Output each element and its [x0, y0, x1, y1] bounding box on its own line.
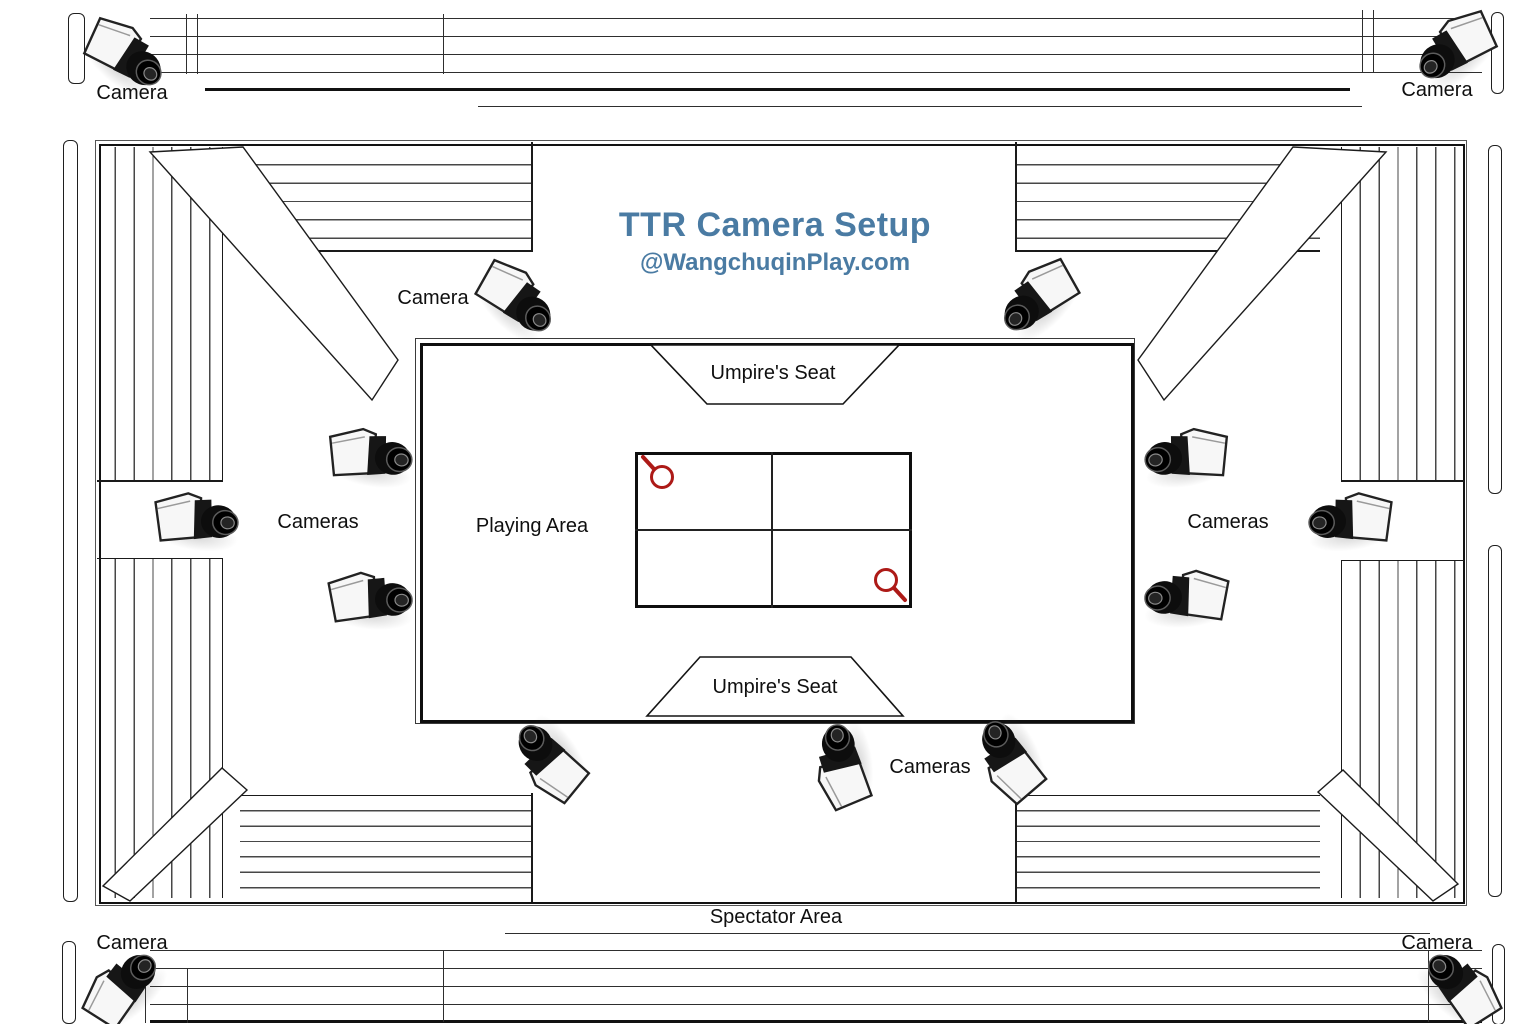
page-title: TTR Camera Setup [618, 206, 932, 244]
camera-icon [321, 565, 421, 633]
site-handle: @WangchuqinPlay.com [639, 249, 911, 276]
camera-icon [807, 715, 878, 817]
camera-label-bottom-right: Camera [1401, 932, 1473, 954]
cameras-label-right: Cameras [1187, 511, 1269, 533]
cameras-label-bottom: Cameras [889, 756, 971, 778]
arena-border-inner [99, 144, 1465, 904]
stand-top-left [240, 147, 531, 252]
playing-area [415, 338, 1135, 724]
stand-right-upper [1341, 147, 1464, 482]
camera-icon [145, 484, 247, 557]
stand-edge [531, 793, 533, 902]
stand-edge [1015, 793, 1017, 902]
camera-label-bottom-left: Camera [96, 932, 168, 954]
stand-bottom-left [240, 795, 531, 901]
camera-label-inner-top: Camera [397, 287, 469, 309]
stand-left-upper [97, 147, 223, 482]
stand-bottom-right [1017, 795, 1320, 901]
wall-segment [1488, 145, 1502, 494]
camera-icon [1137, 563, 1237, 631]
camera-icon [1299, 484, 1401, 557]
stand-left-lower [97, 558, 223, 898]
wall-segment [63, 140, 78, 902]
table-center-line [635, 529, 912, 531]
cameras-label-left: Cameras [277, 511, 359, 533]
playing-area-label: Playing Area [475, 515, 589, 537]
stand-edge [1015, 142, 1017, 252]
umpire-seat-bottom-label: Umpire's Seat [712, 676, 838, 698]
spectator-area-label: Spectator Area [709, 906, 843, 928]
stand-top-right [1017, 147, 1320, 252]
arena-border [95, 140, 1467, 906]
camera-label-top-left: Camera [96, 82, 168, 104]
wall-segment [62, 941, 76, 1024]
camera-label-top-right: Camera [1401, 79, 1473, 101]
stand-edge [531, 142, 533, 252]
stand-right-lower [1341, 560, 1464, 898]
umpire-seat-top-label: Umpire's Seat [710, 362, 836, 384]
wall-segment [1488, 545, 1502, 897]
